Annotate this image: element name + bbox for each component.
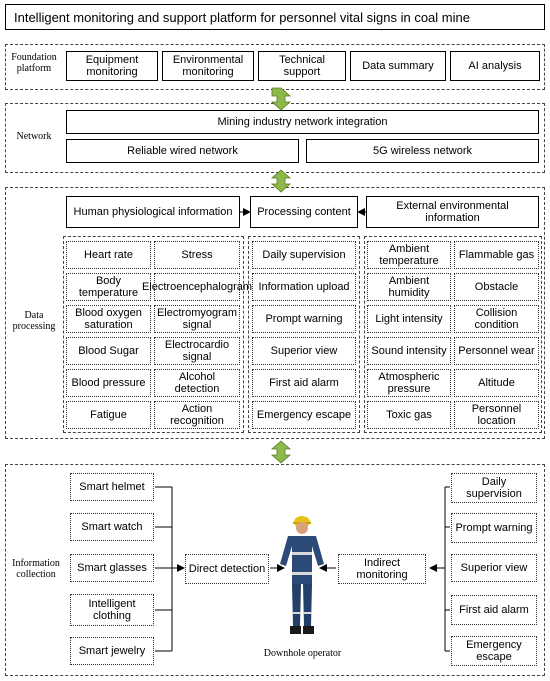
external-info-header: External environmental information	[366, 196, 539, 228]
data-processing-section	[5, 187, 545, 439]
network-wired: Reliable wired network	[66, 139, 299, 163]
human-info-cell: Blood Sugar	[66, 337, 151, 365]
human-group	[63, 236, 244, 433]
external-info-cell: Personnel wear	[454, 337, 539, 365]
network-integration: Mining industry network integration	[66, 110, 539, 134]
direct-detection-box: Direct detection	[185, 554, 269, 584]
external-info-cell: Altitude	[454, 369, 539, 397]
foundation-item-environmental: Environmental monitoring	[162, 51, 254, 81]
service-emergency-escape: Emergency escape	[451, 636, 537, 666]
external-info-cell: Personnel location	[454, 401, 539, 429]
data-processing-label: Data processing	[12, 310, 56, 332]
human-info-cell: Blood pressure	[66, 369, 151, 397]
human-info-cell: Stress	[154, 241, 240, 269]
human-info-cell: Alcohol detection	[154, 369, 240, 397]
processing-cell: Daily supervision	[252, 241, 356, 269]
human-info-cell: Body temperature	[66, 273, 151, 301]
human-info-cell: Electroencephalogram	[142, 273, 252, 301]
external-info-cell: Flammable gas	[454, 241, 539, 269]
human-info-header: Human physiological information	[66, 196, 240, 228]
device-intelligent-clothing: Intelligent clothing	[70, 594, 154, 626]
external-info-cell: Ambient humidity	[367, 273, 451, 301]
foundation-item-ai: AI analysis	[450, 51, 540, 81]
device-smart-watch: Smart watch	[70, 513, 154, 541]
human-info-cell: Electromyogram signal	[154, 305, 240, 333]
processing-cell: Information upload	[252, 273, 356, 301]
human-info-cell: Action recognition	[154, 401, 240, 429]
service-prompt-warning: Prompt warning	[451, 513, 537, 543]
external-info-cell: Ambient temperature	[367, 241, 451, 269]
device-smart-jewelry: Smart jewelry	[70, 637, 154, 665]
external-info-cell: Light intensity	[367, 305, 451, 333]
processing-cell: First aid alarm	[252, 369, 356, 397]
external-info-cell: Obstacle	[454, 273, 539, 301]
device-smart-helmet: Smart helmet	[70, 473, 154, 501]
human-info-cell: Electrocardio signal	[154, 337, 240, 365]
downhole-operator-illustration	[280, 516, 324, 634]
service-superior-view: Superior view	[451, 554, 537, 582]
external-info-cell: Toxic gas	[367, 401, 451, 429]
external-info-cell: Collision condition	[454, 305, 539, 333]
external-group	[364, 236, 542, 433]
human-info-cell: Blood oxygen saturation	[66, 305, 151, 333]
processing-group	[248, 236, 360, 433]
platform-title: Intelligent monitoring and support platf…	[5, 4, 545, 30]
human-info-cell: Heart rate	[66, 241, 151, 269]
network-wireless: 5G wireless network	[306, 139, 539, 163]
external-info-cell: Atmospheric pressure	[367, 369, 451, 397]
up-down-arrow-2	[270, 169, 292, 193]
foundation-item-equipment: Equipment monitoring	[66, 51, 158, 81]
up-down-arrow-3	[270, 440, 292, 464]
foundation-item-data-summary: Data summary	[350, 51, 446, 81]
processing-cell: Superior view	[252, 337, 356, 365]
foundation-label: Foundation platform	[11, 52, 57, 74]
network-label: Network	[16, 131, 52, 142]
processing-cell: Prompt warning	[252, 305, 356, 333]
human-info-cell: Fatigue	[66, 401, 151, 429]
processing-cell: Emergency escape	[252, 401, 356, 429]
information-collection-section	[5, 464, 545, 676]
service-daily-supervision: Daily supervision	[451, 473, 537, 503]
external-info-cell: Sound intensity	[367, 337, 451, 365]
information-collection-label: Information collection	[12, 558, 60, 580]
processing-content-header: Processing content	[250, 196, 358, 228]
indirect-monitoring-box: Indirect monitoring	[338, 554, 426, 584]
service-first-aid-alarm: First aid alarm	[451, 595, 537, 625]
up-down-arrow-1	[270, 87, 292, 111]
operator-caption: Downhole operator	[263, 648, 342, 659]
foundation-item-technical: Technical support	[258, 51, 346, 81]
device-smart-glasses: Smart glasses	[70, 554, 154, 582]
